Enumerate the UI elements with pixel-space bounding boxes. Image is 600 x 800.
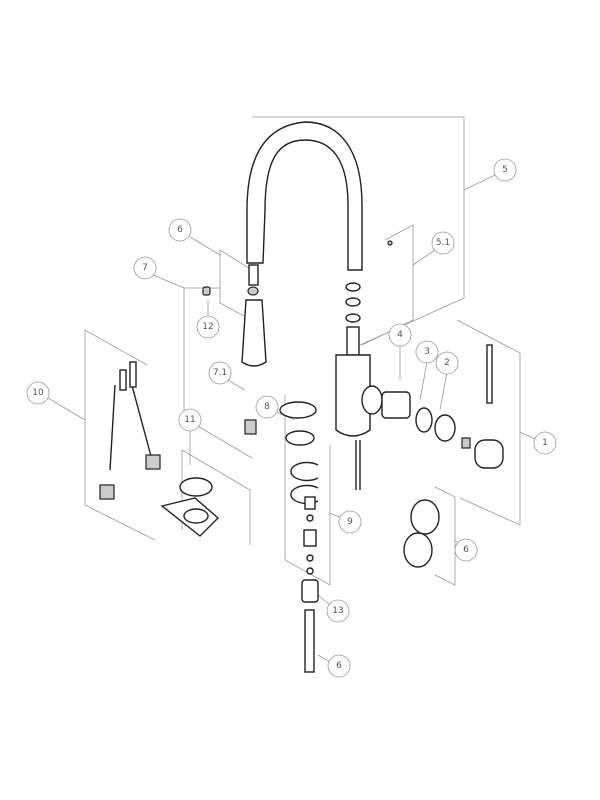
supply-hose [109, 384, 116, 471]
svg-text:13: 13 [332, 606, 343, 616]
svg-text:7.1: 7.1 [213, 368, 227, 378]
svg-text:6: 6 [177, 225, 183, 235]
callout-2: 2 [435, 351, 459, 375]
svg-text:5.1: 5.1 [436, 238, 450, 248]
base-ring [279, 401, 317, 419]
handle [474, 439, 504, 469]
callout-5: 5 [493, 158, 517, 182]
svg-text:11: 11 [184, 415, 195, 425]
callout-5-1: 5.1 [431, 231, 455, 255]
svg-text:10: 10 [32, 388, 44, 398]
lever [486, 344, 493, 404]
svg-text:2: 2 [444, 358, 450, 368]
callout-8: 8 [255, 395, 279, 419]
svg-text:7: 7 [142, 263, 148, 273]
spray-head [241, 299, 267, 367]
callout-6-rod: 6 [327, 654, 351, 678]
callout-9: 9 [338, 510, 362, 534]
svg-text:5: 5 [502, 165, 508, 175]
faucet-body [335, 354, 371, 437]
svg-text:4: 4 [397, 330, 403, 340]
svg-text:12: 12 [202, 322, 213, 332]
svg-text:9: 9 [347, 517, 353, 527]
callout-12: 12 [196, 315, 220, 339]
svg-text:6: 6 [336, 661, 342, 671]
svg-text:1: 1 [542, 438, 548, 448]
callout-3: 3 [415, 340, 439, 364]
cover [434, 414, 456, 442]
callouts: 5 6 5.1 7 12 4 3 2 7.1 8 10 11 1 9 6 13 … [26, 158, 557, 678]
nut [415, 407, 433, 433]
callout-1: 1 [533, 431, 557, 455]
svg-text:8: 8 [264, 402, 270, 412]
callout-6: 6 [168, 218, 192, 242]
callout-7: 7 [133, 256, 157, 280]
threaded-rod [304, 609, 315, 673]
callout-11: 11 [178, 408, 202, 432]
gasket [179, 477, 213, 497]
svg-text:6: 6 [463, 545, 469, 555]
counterweight [403, 532, 433, 568]
callout-7-1: 7.1 [208, 361, 232, 385]
counterweight [410, 499, 440, 535]
svg-text:3: 3 [424, 347, 430, 357]
mounting-nut [301, 579, 319, 603]
cartridge [381, 391, 411, 419]
callout-4: 4 [388, 323, 412, 347]
body-thread [346, 326, 360, 356]
callout-6-counterweight: 6 [454, 538, 478, 562]
diverter [244, 419, 257, 435]
callout-13: 13 [326, 599, 350, 623]
hose-connector [248, 264, 259, 286]
spout [246, 121, 363, 271]
parts [99, 121, 504, 673]
aerator [202, 286, 211, 296]
callout-10: 10 [26, 381, 50, 405]
